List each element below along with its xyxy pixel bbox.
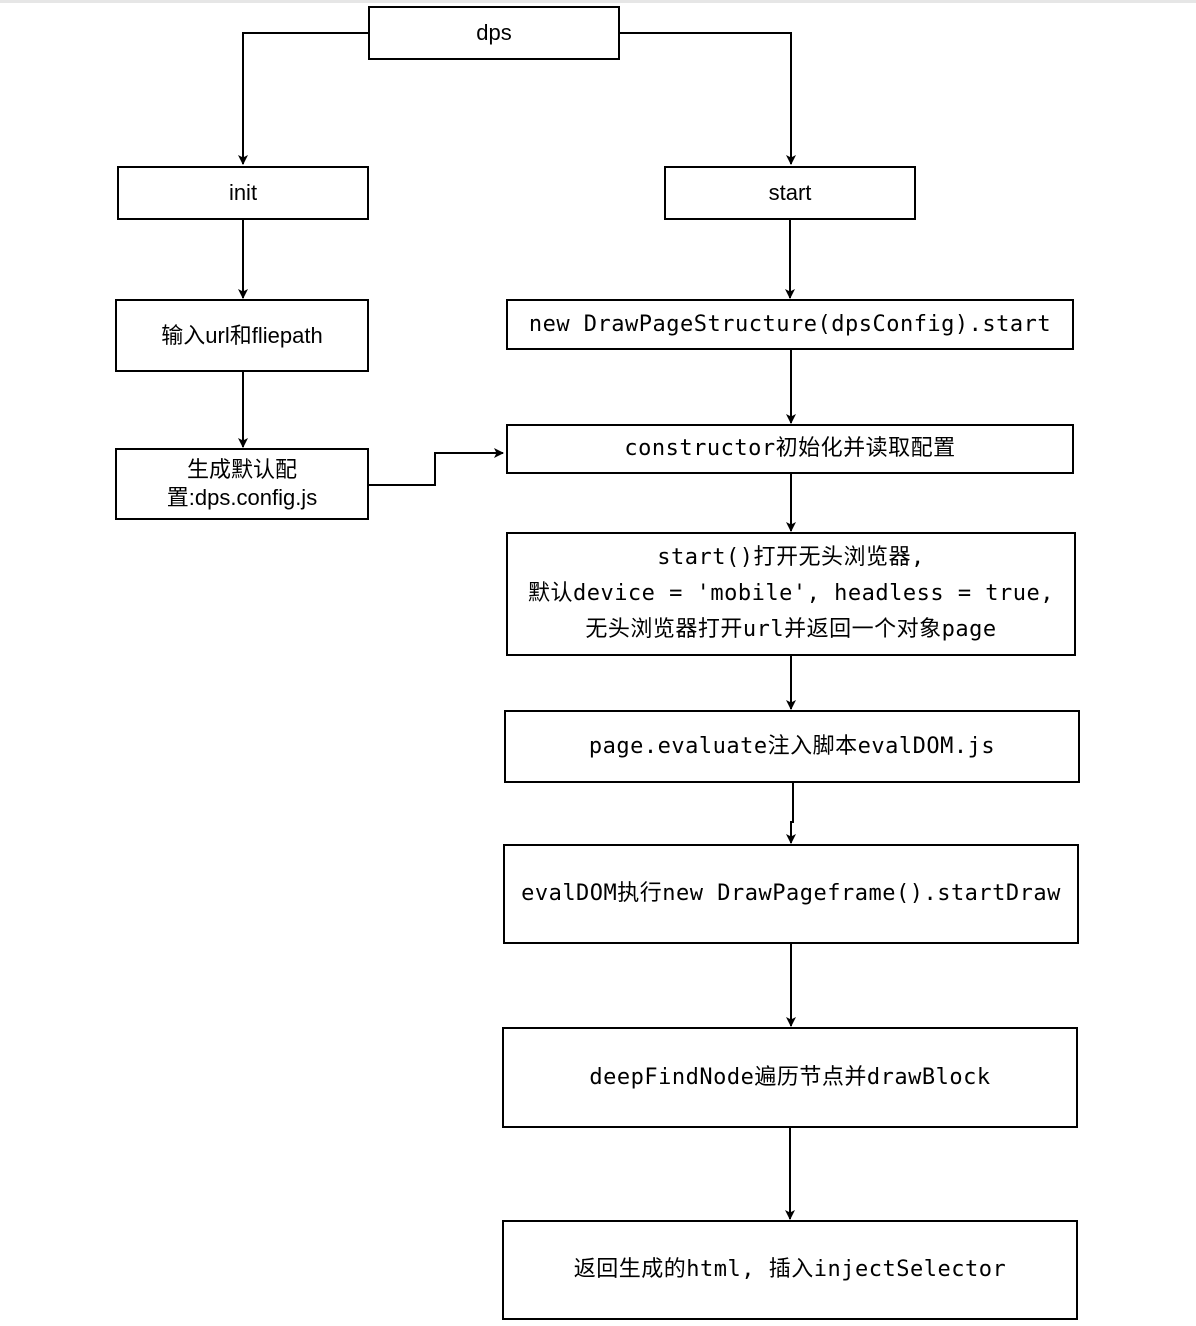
node-start-headless-browser: start()打开无头浏览器, 默认device = 'mobile', hea… (506, 532, 1076, 656)
node-genconfig-line-1: 生成默认配 (186, 457, 297, 482)
node-returnhtml-label: 返回生成的html, 插入injectSelector (573, 1257, 1007, 1282)
node-evaluate-label: page.evaluate注入脚本evalDOM.js (588, 733, 996, 759)
node-evaldom-label: evalDOM执行new DrawPageframe().startDraw (521, 881, 1061, 906)
node-deepfind-label: deepFindNode遍历节点并drawBlock (589, 1064, 991, 1090)
node-deepfindnode: deepFindNode遍历节点并drawBlock (502, 1027, 1078, 1128)
edge-genconfig-constructor (368, 448, 504, 486)
edge-evaluate-evaldom (786, 782, 796, 844)
node-genconfig-line-2: 置:dps.config.js (166, 485, 318, 510)
node-constructor-label: constructor初始化并读取配置 (624, 436, 956, 461)
node-constructor: constructor初始化并读取配置 (506, 424, 1074, 474)
node-new-drawpagestructure: new DrawPageStructure(dpsConfig).start (506, 299, 1074, 350)
top-divider (0, 0, 1196, 3)
node-return-html: 返回生成的html, 插入injectSelector (502, 1220, 1078, 1320)
node-input-url-filepath: 输入url和fliepath (115, 299, 369, 372)
node-input-label: 输入url和fliepath (161, 322, 323, 348)
node-init: init (117, 166, 369, 220)
node-init-label: init (228, 180, 258, 205)
node-startbrowser-line-3: 无头浏览器打开url并返回一个对象page (585, 617, 997, 642)
node-startbrowser-line-1: start()打开无头浏览器, (657, 545, 925, 570)
node-evaldom-startdraw: evalDOM执行new DrawPageframe().startDraw (503, 844, 1079, 944)
node-start: start (664, 166, 916, 220)
node-page-evaluate: page.evaluate注入脚本evalDOM.js (504, 710, 1080, 783)
edge-dps-start (619, 32, 796, 165)
node-dps-label: dps (476, 20, 512, 45)
node-start-label: start (768, 180, 812, 205)
node-newdps-label: new DrawPageStructure(dpsConfig).start (528, 311, 1052, 337)
node-startbrowser-line-2: 默认device = 'mobile', headless = true, (527, 581, 1055, 606)
node-generate-default-config: 生成默认配 置:dps.config.js (115, 448, 369, 520)
edge-dps-init (238, 32, 369, 165)
node-dps: dps (368, 6, 620, 60)
